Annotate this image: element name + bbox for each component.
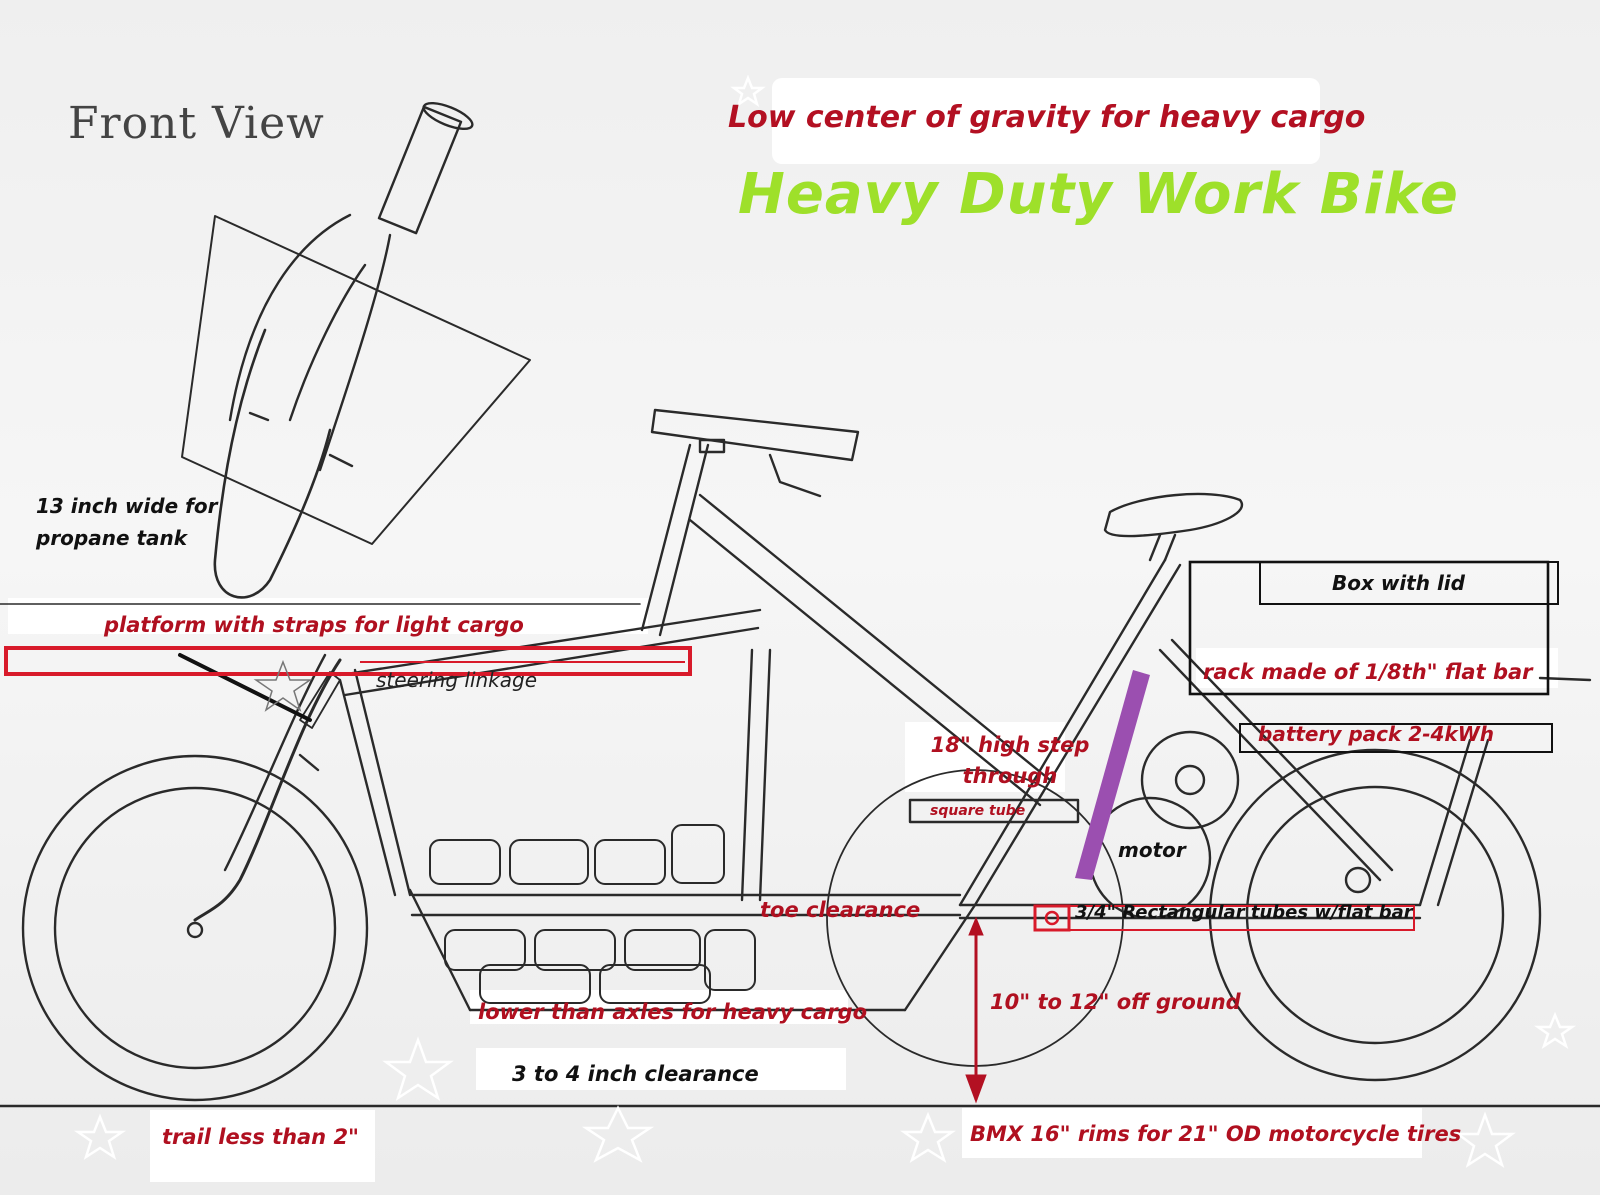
- rect-tubes-highlight-2: [1068, 905, 1415, 931]
- lower-than-axles-label: lower than axles for heavy cargo: [478, 1000, 868, 1024]
- trail-patch: [150, 1110, 375, 1182]
- steering-linkage-label: steering linkage: [376, 668, 538, 692]
- clearance-patch: [476, 1048, 846, 1090]
- off-ground-label: 10" to 12" off ground: [990, 990, 1241, 1014]
- rims-label: BMX 16" rims for 21" OD motorcycle tires: [970, 1122, 1462, 1146]
- clearance-label: 3 to 4 inch clearance: [512, 1062, 759, 1086]
- trail-label: trail less than 2": [162, 1125, 359, 1149]
- square-tube-plate: [908, 798, 1080, 824]
- battery-pack-label: battery pack 2-4kWh: [1258, 722, 1495, 746]
- decorative-stars: [73, 74, 1576, 1168]
- box-with-lid-outline: [1188, 560, 1559, 753]
- square-tube-label: square tube: [930, 803, 1026, 819]
- handlebar: [650, 408, 860, 498]
- subtitle: Low center of gravity for heavy cargo: [728, 100, 1366, 135]
- page-title: Heavy Duty Work Bike: [738, 162, 1459, 227]
- seat: [1103, 492, 1244, 562]
- rims-patch: [962, 1108, 1422, 1158]
- rectangular-tubes-label: 3/4" Rectangular tubes w/flat bar: [1075, 902, 1413, 923]
- step-through-label: 18" high step through: [930, 733, 1090, 788]
- ground-clearance-arrow: [965, 916, 987, 1104]
- front-view-fork-sketch: [181, 101, 531, 599]
- steering-linkage-highlight: [4, 646, 692, 676]
- propane-tank-note: 13 inch wide for propane tank: [36, 494, 218, 550]
- rear-wheel: [1208, 748, 1542, 1082]
- motor-label: motor: [1118, 838, 1186, 862]
- step-patch: [905, 722, 1065, 792]
- platform-label: platform with straps for light cargo: [104, 613, 524, 637]
- outline-star: [253, 659, 313, 712]
- toe-clearance-label: toe clearance: [760, 898, 921, 922]
- box-with-lid-label: Box with lid: [1332, 571, 1465, 595]
- rack-label: rack made of 1/8th" flat bar: [1203, 660, 1533, 684]
- front-fork: [193, 658, 342, 922]
- front-view-label: Front View: [68, 98, 325, 149]
- lower-patch: [470, 990, 848, 1024]
- subtitle-patch: [772, 78, 1320, 164]
- main-frame: [338, 443, 1592, 1012]
- cargo-bricks: [429, 824, 756, 1004]
- rack-patch: [1196, 648, 1558, 688]
- battery-bar: [1075, 670, 1150, 880]
- front-cargo-outline: [299, 671, 341, 729]
- front-wheel: [21, 754, 369, 1102]
